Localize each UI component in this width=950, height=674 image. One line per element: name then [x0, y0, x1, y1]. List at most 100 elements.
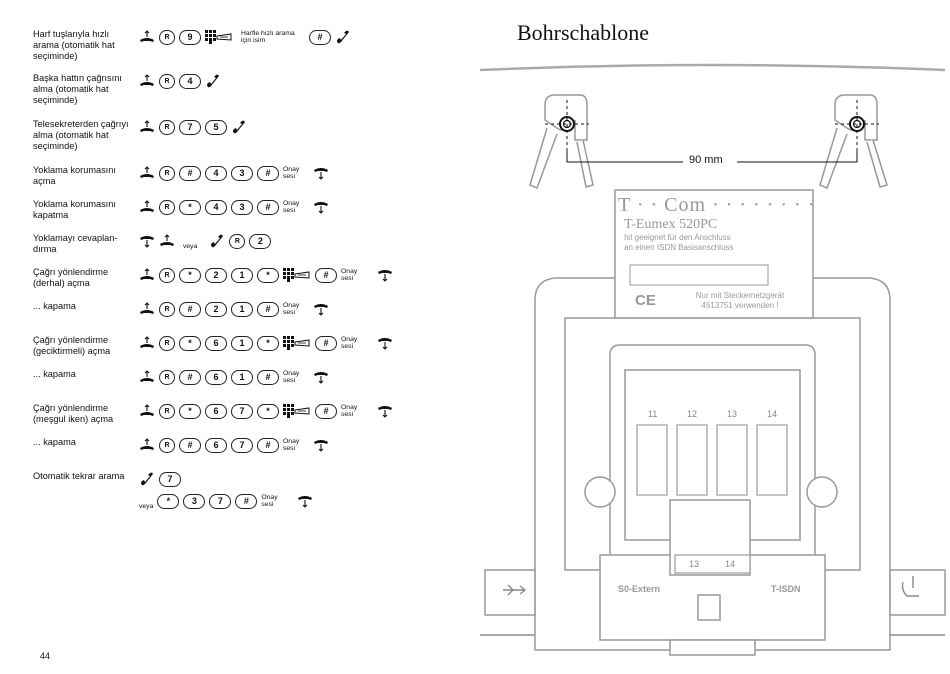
terminal-label: 14 [767, 409, 778, 419]
keypad-number-icon [283, 336, 311, 350]
lift-handset-icon [139, 30, 155, 44]
terminal-label: 11 [648, 409, 658, 419]
lift-handset-icon [159, 234, 175, 248]
key-hash: # [309, 29, 331, 45]
key-2: 2 [249, 233, 272, 249]
key-sequence: R # 2 1 # Onay sesi [139, 299, 329, 319]
key-hash: # [257, 369, 279, 385]
hangup-handset-icon [377, 404, 393, 418]
key-hash: # [315, 403, 337, 419]
instructions-page: Harf tuşlarıyla hızlı arama (otomatik ha… [33, 27, 475, 661]
key-7: 7 [179, 119, 201, 135]
row-label: Yoklama korumasını kapatma [33, 199, 116, 220]
lift-handset-icon [139, 302, 155, 316]
key-2: 2 [205, 267, 227, 283]
terminal-blocks [636, 424, 788, 574]
key-r: R [159, 119, 175, 135]
row-label: ... kapama [33, 369, 76, 379]
row-label: Başka hattın çağrı­sını alma (otomatik h… [33, 73, 122, 105]
or-text: veya [139, 502, 154, 510]
row-label: ... kapama [33, 437, 76, 447]
key-r: R [159, 301, 175, 317]
key-r: R [159, 369, 175, 385]
note-confirm: Onay sesi [341, 267, 358, 283]
key-6: 6 [205, 335, 227, 351]
key-hash: # [179, 369, 201, 385]
label-card [614, 189, 814, 319]
lift-handset-icon [139, 404, 155, 418]
terminal-label: 13 [727, 409, 738, 419]
page-title: Bohrschablone [517, 20, 649, 45]
row-label: Yoklamayı cevaplan­dırma [33, 233, 118, 254]
note-confirm: Onay sesi [341, 403, 358, 419]
key-r: R [159, 335, 175, 351]
lift-handset-icon [139, 336, 155, 350]
hangup-handset-icon [313, 370, 329, 384]
key-sequence: R # 6 1 # Onay sesi [139, 367, 329, 387]
power-note: Nur mit Steckernetzgerät 4513751 verwend… [685, 291, 795, 311]
key-sequence: R 9 Harfle hızlı arama için isim # [139, 27, 351, 47]
key-1: 1 [231, 369, 253, 385]
key-hash: # [179, 301, 201, 317]
note-confirm: Onay sesi [283, 165, 300, 181]
key-sequence: R # 6 7 # Onay sesi [139, 435, 329, 455]
key-hash: # [257, 437, 279, 453]
note-name: Harfle hızlı arama için isim [241, 29, 295, 45]
bottom-terminal-label: 14 [725, 559, 736, 569]
note-confirm: Onay sesi [261, 493, 278, 509]
left-mount-hook [529, 94, 594, 190]
hangup-handset-icon [313, 200, 329, 214]
key-sequence: veya R 2 [139, 231, 272, 251]
note-confirm: Onay sesi [283, 437, 300, 453]
key-star: * [179, 335, 201, 351]
key-sequence: R * 6 7 * # Onay sesi [139, 401, 393, 421]
lift-handset-icon [139, 370, 155, 384]
lift-handset-icon [139, 166, 155, 180]
hangup-handset-icon [313, 166, 329, 180]
key-star: * [157, 493, 180, 509]
hangup-handset-icon [377, 336, 393, 350]
row-label: Çağrı yönlendirme (meşgul iken) açma [33, 403, 114, 424]
power-note-line1: Nur mit Steckernetzgerät [695, 291, 785, 300]
lift-handset-icon [139, 200, 155, 214]
distance-label: 90 mm [689, 154, 723, 166]
brand-text: T · · Com · · · · · · · · [618, 194, 816, 216]
key-7: 7 [231, 437, 253, 453]
label-card-text: T · · Com · · · · · · · · T-Eumex 520PC … [618, 194, 816, 253]
key-5: 5 [205, 119, 227, 135]
description-line1: Ist geeignet für den Anschluss [624, 233, 731, 242]
note-confirm: Onay sesi [283, 369, 300, 385]
port-label-isdn: T-ISDN [771, 584, 801, 594]
page-number: 44 [40, 651, 51, 661]
row-label: Çağrı yönlendirme (geciktirmeli) açma [33, 335, 111, 356]
hangup-handset-icon [377, 268, 393, 282]
row-label: Otomatik tekrar arama [33, 471, 125, 481]
key-hash: # [179, 165, 201, 181]
lift-handset-icon [139, 438, 155, 452]
key-hash: # [179, 437, 201, 453]
key-star: * [257, 403, 279, 419]
key-6: 6 [205, 369, 227, 385]
talk-handset-icon [209, 234, 225, 248]
key-r: R [159, 199, 175, 215]
key-hash: # [257, 165, 279, 181]
keypad-number-icon [283, 404, 311, 418]
key-r: R [159, 403, 175, 419]
bottom-terminal-label: 13 [689, 559, 700, 569]
key-hash: # [257, 199, 279, 215]
key-6: 6 [205, 437, 227, 453]
key-7: 7 [159, 471, 181, 487]
key-4: 4 [205, 199, 227, 215]
key-3: 3 [231, 165, 253, 181]
row-label: Telesekreterden çağrıyı alma (otomatik h… [33, 119, 129, 151]
key-r: R [159, 165, 175, 181]
keypad-letters-icon [205, 30, 233, 44]
talk-handset-icon [139, 472, 155, 486]
keypad-number-icon [283, 268, 311, 282]
terminal-label: 12 [687, 409, 698, 419]
key-4: 4 [179, 73, 201, 89]
key-7: 7 [231, 403, 253, 419]
note-confirm: Onay sesi [283, 199, 300, 215]
or-text: veya [183, 242, 198, 250]
key-sequence: R * 6 1 * # Onay sesi [139, 333, 393, 353]
